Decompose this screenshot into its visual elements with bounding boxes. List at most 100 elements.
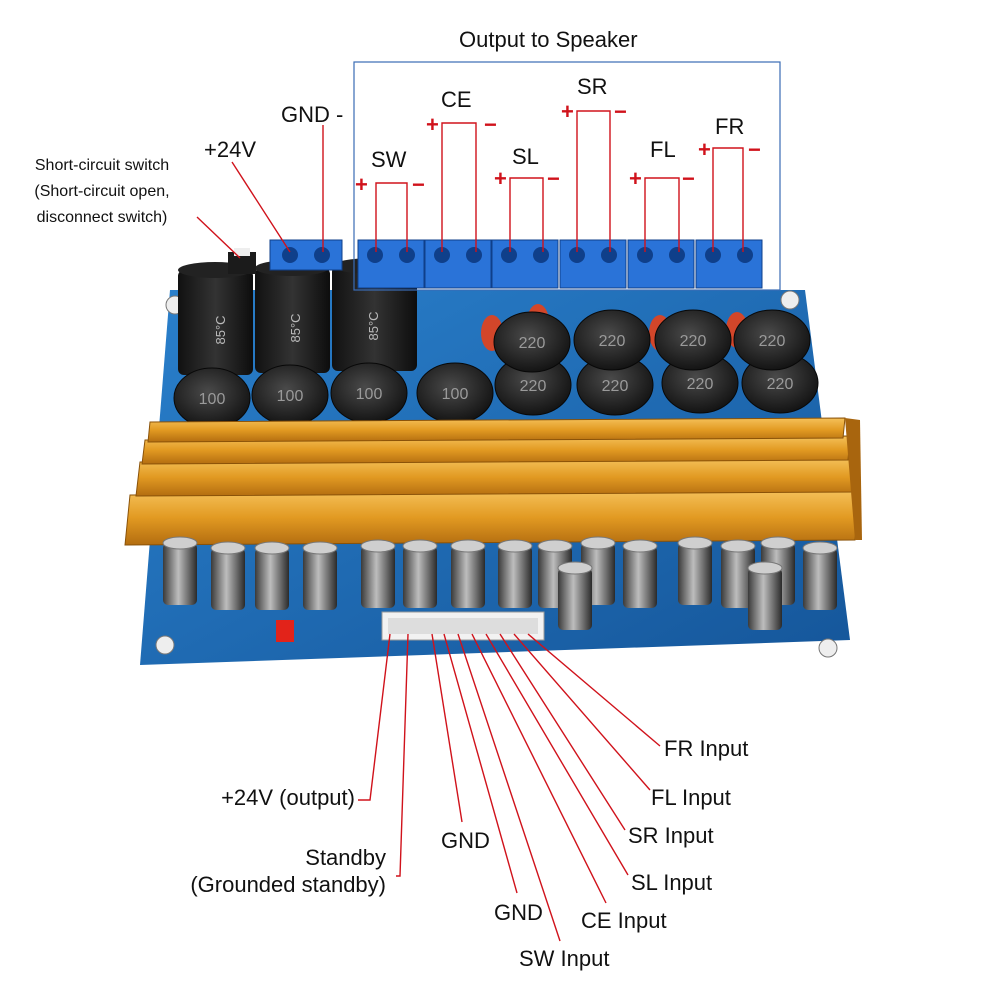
polarity-bracket [441,122,477,252]
inductor [654,309,732,371]
capacitor-top [210,541,246,555]
inductor-value-text: 220 [602,378,629,395]
plus-mark: + [494,166,507,191]
capacitor-top [402,539,438,553]
leader-line [527,633,661,747]
input-label-24v-output: +24V (output) [221,785,355,810]
input-label-fr: FR Input [664,736,749,761]
capacitor-top [802,541,838,555]
inductor-value-text: 100 [199,391,226,408]
electrolytic-capacitor [558,568,592,630]
plus-mark: + [561,99,574,124]
inductor [493,311,571,373]
minus-mark: − [614,99,627,124]
electrolytic-capacitor [748,568,782,630]
electrolytic-capacitor [211,548,245,610]
electrolytic-capacitor [803,548,837,610]
terminal-screw [569,247,585,263]
electrolytic-capacitor [623,546,657,608]
switch-label-line2: (Short-circuit open, [34,183,170,200]
input-label-ce: CE Input [581,908,667,933]
capacitor-top [747,561,783,575]
electrolytic-capacitor [303,548,337,610]
electrolytic-capacitor [361,546,395,608]
terminal-screw [637,247,653,263]
short-circuit-switch [228,252,256,274]
terminal-screw [399,247,415,263]
plus-mark: + [355,172,368,197]
electrolytic-capacitor [255,548,289,610]
electrolytic-capacitor [163,543,197,605]
switch-label-line3: disconnect switch) [36,209,168,226]
inductor-value-text: 220 [680,333,707,350]
inductor-value-text: 220 [519,335,546,352]
inductor-value-text: 100 [356,386,383,403]
capacitor-top [360,539,396,553]
cap-rating-text: 85°C [366,311,381,340]
channel-label-fl: FL [650,137,676,162]
polarity-bracket [644,177,680,252]
terminal-screw [533,247,549,263]
inductor-value-text: 220 [759,333,786,350]
leader-line [196,216,241,259]
heatsink [124,417,862,546]
input-label-sl: SL Input [631,870,713,895]
speaker-terminal-block [424,239,492,289]
polarity-bracket [375,182,408,252]
terminal-screw [669,247,685,263]
inductor [573,309,651,371]
leader-line [457,633,561,942]
polarity-bracket [712,147,744,252]
terminal-screw [367,247,383,263]
input-label-standby-line1: Standby [305,845,386,870]
gnd-minus-label: GND - [281,102,344,127]
channel-label-sr: SR [577,74,608,99]
inductor-value-text: 220 [767,376,794,393]
leader-line [358,633,391,801]
terminal-screw [501,247,517,263]
switch-label-line1: Short-circuit switch [34,157,170,174]
mount-hole [818,638,838,658]
inductor-value-text: 220 [687,376,714,393]
minus-mark: − [484,112,497,137]
output-to-speaker-title: Output to Speaker [459,27,638,52]
channel-label-sw: SW [371,147,407,172]
speaker-terminals [357,239,763,289]
leader-line [443,633,518,894]
input-label-standby-line2: (Grounded standby) [190,872,386,897]
input-connector [381,611,545,641]
input-label-fl: FL Input [651,785,731,810]
plus24v-label: +24V [204,137,256,162]
leader-line [471,633,607,904]
input-label-sw: SW Input [519,946,610,971]
capacitor-top [720,539,756,553]
minus-mark: − [547,166,560,191]
electrolytic-capacitor [498,546,532,608]
leader-line [431,633,463,823]
capacitor-top [760,536,796,550]
cap-rating-text: 85°C [213,315,228,344]
speaker-terminal-block [627,239,695,289]
capacitor-top [254,541,290,555]
capacitor-top [302,541,338,555]
inductor [733,309,811,371]
inductor-value-text: 100 [277,388,304,405]
switch-lever [234,248,250,256]
capacitor-top [622,539,658,553]
mount-hole [155,635,175,655]
leader-line [231,161,291,253]
polarity-brackets [375,110,744,252]
capacitor-top [677,536,713,550]
minus-mark: − [412,172,425,197]
mount-hole [780,290,800,310]
capacitor-top [537,539,573,553]
plus-mark: + [698,137,711,162]
capacitor-top [450,539,486,553]
terminal-screw [434,247,450,263]
leader-line [499,633,626,831]
input-label-gnd-2: GND [494,900,543,925]
channel-label-ce: CE [441,87,472,112]
electrolytic-capacitor [721,546,755,608]
